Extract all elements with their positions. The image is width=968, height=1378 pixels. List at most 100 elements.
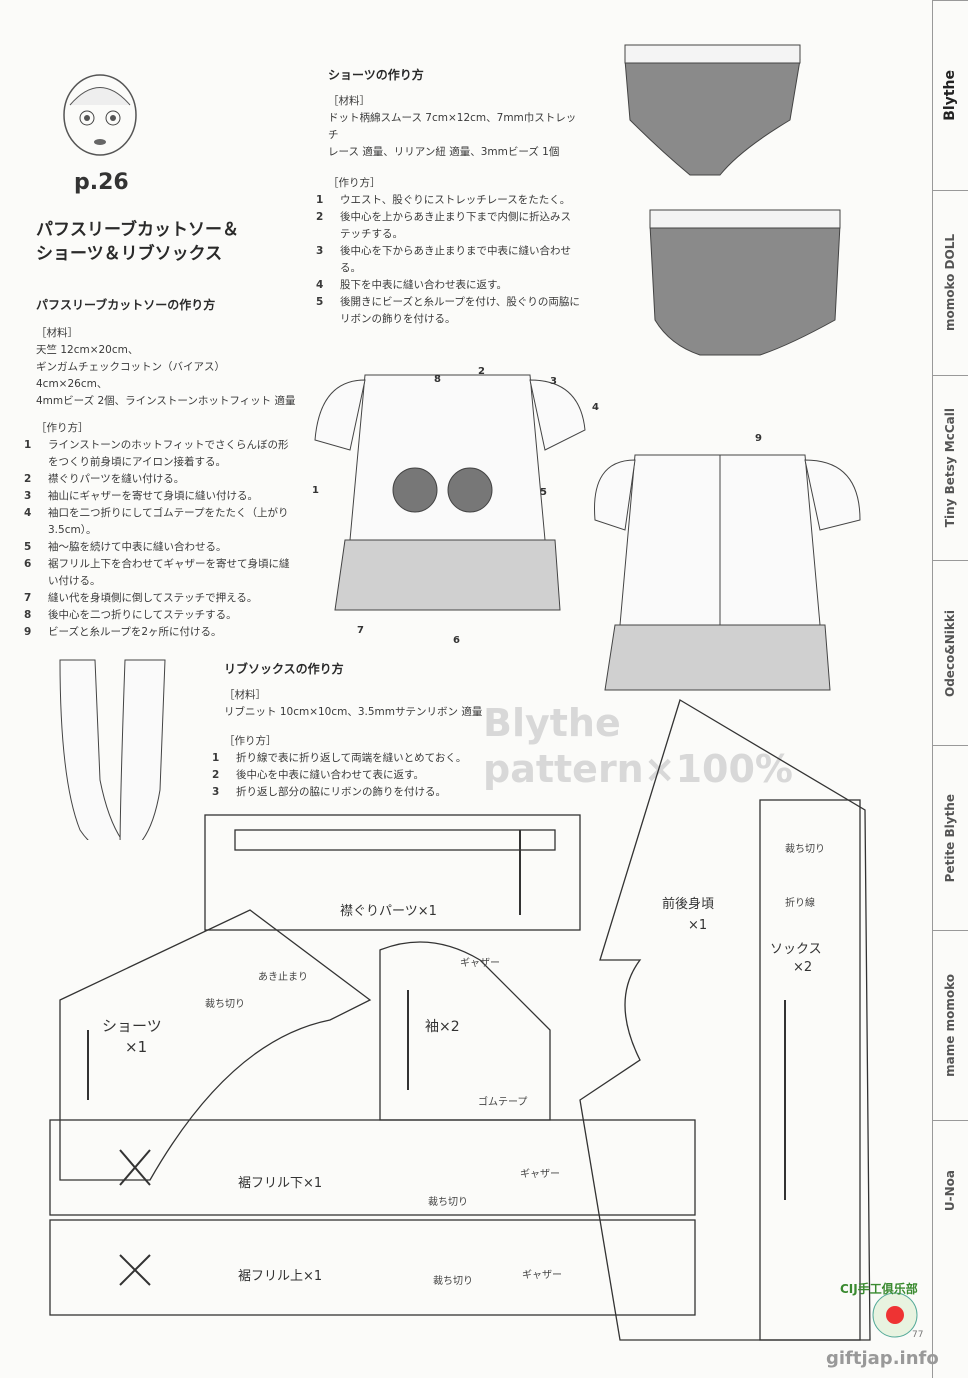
step-text: 後中心を二つ折りにしてステッチする。 [48,609,237,621]
side-tab-label: mame momoko [943,974,957,1077]
section-heading: パフスリーブカットソーの作り方 [36,298,216,312]
socks-illustration [59,659,166,840]
side-tab[interactable]: Petite Blythe [932,745,968,930]
step-number: 2 [24,473,32,485]
step-text: 後中心を中表に縫い合わせて表に返す。 [236,769,424,781]
step-item: 6 裾フリル上下を合わせてギャザーを寄せて身頃に縫い付ける。 [24,556,296,590]
step-text: 袖～脇を続けて中表に縫い合わせる。 [48,541,227,553]
step-item: 4 股下を中表に縫い合わせ表に返す。 [316,277,580,294]
step-item: 2 後中心を中表に縫い合わせて表に返す。 [212,767,484,784]
material-item: リブニット 10cm×10cm、3.5mmサテンリボン 適量 [224,706,483,718]
side-tab-label: momoko DOLL [943,234,957,332]
material-item: ギンガムチェックコットン（バイアス）4cm×26cm、 [36,361,225,390]
callout-number: 2 [478,366,485,377]
step-item: 2 襟ぐりパーツを縫い付ける。 [24,471,296,488]
side-tab[interactable]: Odeco&Nikki [932,560,968,745]
shorts-back-illustration [649,209,841,356]
sleeve-pattern-outline [379,941,551,1121]
site-watermark: giftjap.info [826,1348,939,1369]
callout-number: 4 [592,402,599,413]
step-number: 2 [212,769,220,781]
body-pattern-outline [579,699,871,1341]
material-item: ドット柄綿スムース 7cm×12cm、7mm巾ストレッチ [328,112,577,141]
label-fold: 折り線 [785,898,815,909]
label-socks-count: ×2 [793,960,813,975]
step-number: 4 [316,279,324,291]
label-collar: 襟ぐりパーツ×1 [340,904,437,919]
label-gather: ギャザー [522,1270,562,1281]
step-number: 1 [212,752,220,764]
label-body-count: ×1 [688,918,708,933]
label-body: 前後身頃 [662,897,715,912]
label-shorts-count: ×1 [125,1038,148,1056]
side-tab[interactable]: Tiny Betsy McCall [932,375,968,560]
step-text: 折り線で表に折り返して両端を縫いとめておく。 [236,752,467,764]
page-title: パフスリーブカットソー＆ ショーツ＆リブソックス [36,218,239,266]
label-frill-lower: 裾フリル下×1 [238,1176,323,1191]
grainline-arrows [87,830,786,1286]
callout-number: 3 [550,376,557,387]
side-tab[interactable]: U-Noa [932,1120,968,1260]
step-text: 縫い代を身頃側に倒してステッチで押える。 [48,592,258,604]
step-text: 後中心を上からあき止まり下まで内側に折込みステッチする。 [340,211,571,240]
step-number: 6 [24,558,32,570]
step-text: 襟ぐりパーツを縫い付ける。 [48,473,185,485]
step-number: 5 [24,541,32,553]
top-back-illustration [594,454,861,691]
step-text: ウエスト、股ぐりにストレッチレースをたたく。 [340,194,571,206]
page-folio: 77 [912,1330,924,1340]
materials-label: ［材料］ [328,95,370,107]
callout-number: 7 [357,625,364,636]
pattern-pieces [49,699,871,1341]
step-text: 裾フリル上下を合わせてギャザーを寄せて身頃に縫い付ける。 [48,558,290,587]
socks-pattern-outline [759,799,861,1341]
side-tab[interactable]: Blythe [932,0,968,190]
label-cut: 裁ち切り [433,1276,473,1287]
side-tab-label: Blythe [942,70,958,121]
step-text: 折り返し部分の脇にリボンの飾りを付ける。 [236,786,446,798]
step-number: 1 [316,194,324,206]
steps-label: ［作り方］ [224,735,277,747]
step-text: 袖口を二つ折りにしてゴムテープをたたく（上がり3.5cm）。 [48,507,289,536]
frill-lower-outline [49,1119,696,1216]
shorts-instructions: ショーツの作り方 ［材料］ ドット柄綿スムース 7cm×12cm、7mm巾ストレ… [316,66,580,328]
callout-number: 5 [540,487,547,498]
doll-face-icon [63,74,137,156]
label-gather: ギャザー [520,1169,560,1180]
collar-pattern-outline [204,814,581,931]
side-tab[interactable]: mame momoko [932,930,968,1120]
side-tab-label: Tiny Betsy McCall [943,408,957,528]
label-cut: 裁ち切り [428,1197,468,1208]
step-text: ラインストーンのホットフィットでさくらんぼの形をつくり前身頃にアイロン接着する。 [48,439,289,468]
cutsew-instructions: パフスリーブカットソーの作り方 ［材料］ 天竺 12cm×20cm、 ギンガムチ… [24,296,296,641]
club-logo-icon [872,1292,918,1338]
callout-number: 1 [312,485,319,496]
page-number: p.26 [74,170,129,195]
label-sleeve: 袖×2 [425,1019,460,1035]
step-item: 2 後中心を上からあき止まり下まで内側に折込みステッチする。 [316,209,580,243]
label-cut: 裁ち切り [205,999,245,1010]
step-item: 1 折り線で表に折り返して両端を縫いとめておく。 [212,750,484,767]
label-shorts: ショーツ [102,1017,162,1035]
shorts-pattern-outline [59,909,372,1181]
materials-label: ［材料］ [224,689,266,701]
step-text: 後開きにビーズと糸ループを付け、股ぐりの両脇にリボンの飾りを付ける。 [340,296,580,325]
step-text: 股下を中表に縫い合わせ表に返す。 [340,279,507,291]
side-tab[interactable]: momoko DOLL [932,190,968,375]
step-number: 2 [316,211,324,223]
material-item: レース 適量、リリアン紐 適量、3mmビーズ 1個 [328,146,560,158]
label-socks: ソックス [770,942,822,957]
material-item: 4mmビーズ 2個、ラインストーンホットフィット 適量 [36,395,296,407]
step-text: 後中心を下からあき止まりまで中表に縫い合わせる。 [340,245,571,274]
step-item: 5 袖～脇を続けて中表に縫い合わせる。 [24,539,296,556]
side-tab-label: Odeco&Nikki [943,609,957,697]
steps-label: ［作り方］ [328,177,381,189]
club-logo-text: CIJ手工俱乐部 [840,1282,918,1296]
callout-number: 9 [755,433,762,444]
